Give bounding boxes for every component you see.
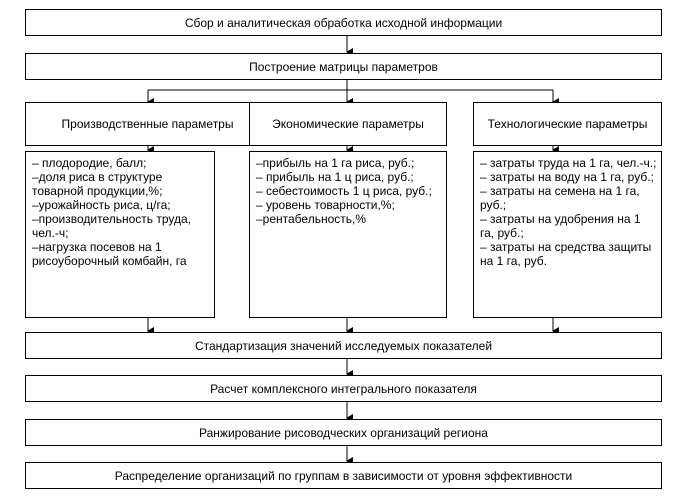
list-item: – затраты на воду на 1 га, руб.; <box>480 170 654 184</box>
group-production-title: Производственные параметры <box>61 117 234 131</box>
list-item: –производительность труда, чел.-ч; <box>32 212 191 240</box>
group-technological-header: Технологические параметры <box>473 102 662 146</box>
list-item: – себестоимость 1 ц риса, руб.; <box>256 184 432 198</box>
list-item: –рентабельность,% <box>256 212 367 226</box>
list-item: – затраты на средства защиты на 1 га, ру… <box>480 240 652 268</box>
list-item: –прибыль на 1 га риса, руб.; <box>256 156 415 170</box>
step-matrix: Построение матрицы параметров <box>25 53 662 80</box>
list-item: – затраты труда на 1 га, чел.-ч.; <box>480 156 657 170</box>
list-item: – уровень товарности,%; <box>256 198 395 212</box>
group-production-list: – плодородие, балл; –доля риса в структу… <box>25 151 215 318</box>
list-item: – затраты на семена на 1 га, руб.; <box>480 184 640 212</box>
step-ranking: Ранжирование рисоводческих организаций р… <box>25 419 662 446</box>
step-matrix-label: Построение матрицы параметров <box>249 59 438 74</box>
list-item: – плодородие, балл; <box>32 156 147 170</box>
step-integral-label: Расчет комплексного интегрального показа… <box>210 381 477 396</box>
step-integral: Расчет комплексного интегрального показа… <box>25 375 662 402</box>
group-economic-header: Экономические параметры <box>249 102 447 146</box>
step-ranking-label: Ранжирование рисоводческих организаций р… <box>199 425 488 440</box>
step-standardize-label: Стандартизация значений исследуемых пока… <box>194 338 493 353</box>
step-distribution: Распределение организаций по группам в з… <box>25 462 662 489</box>
group-economic-list: –прибыль на 1 га риса, руб.; – прибыль н… <box>249 151 447 318</box>
list-item: – прибыль на 1 ц риса, руб.; <box>256 170 414 184</box>
group-production-header: Производственные параметры <box>25 102 270 146</box>
step-standardize: Стандартизация значений исследуемых пока… <box>25 332 662 359</box>
group-technological-title: Технологические параметры <box>487 117 648 131</box>
list-item: – затраты на удобрения на 1 га, руб.; <box>480 212 641 240</box>
list-item: –урожайность риса, ц/га; <box>32 198 171 212</box>
step-collect-label: Сбор и аналитическая обработка исходной … <box>184 15 503 30</box>
step-distribution-label: Распределение организаций по группам в з… <box>114 468 573 483</box>
step-collect: Сбор и аналитическая обработка исходной … <box>25 9 662 36</box>
group-economic-title: Экономические параметры <box>272 117 424 131</box>
group-technological-list: – затраты труда на 1 га, чел.-ч.; – затр… <box>473 151 662 318</box>
list-item: –доля риса в структуре товарной продукци… <box>32 170 163 198</box>
list-item: –нагрузка посевов на 1 рисоуборочный ком… <box>32 240 187 268</box>
